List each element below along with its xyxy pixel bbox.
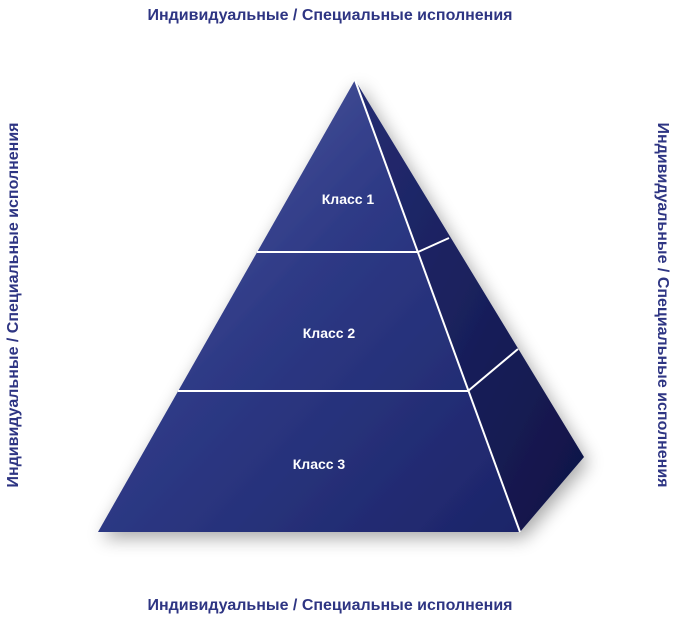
pyramid-edge: [354, 79, 521, 533]
pyramid-front-face: [98, 80, 520, 532]
side-divider-2: [467, 348, 519, 392]
caption-bottom: Индивидуальные / Специальные исполнения: [147, 597, 513, 614]
tier-label-3: Класс 3: [293, 456, 346, 472]
caption-top: Индивидуальные / Специальные исполнения: [147, 7, 513, 24]
pyramid-side-face: [355, 80, 584, 532]
tier-label-1: Класс 1: [322, 191, 375, 207]
side-divider-1: [417, 237, 450, 253]
pyramid-body: [98, 80, 584, 532]
tier-label-2: Класс 2: [303, 325, 356, 341]
